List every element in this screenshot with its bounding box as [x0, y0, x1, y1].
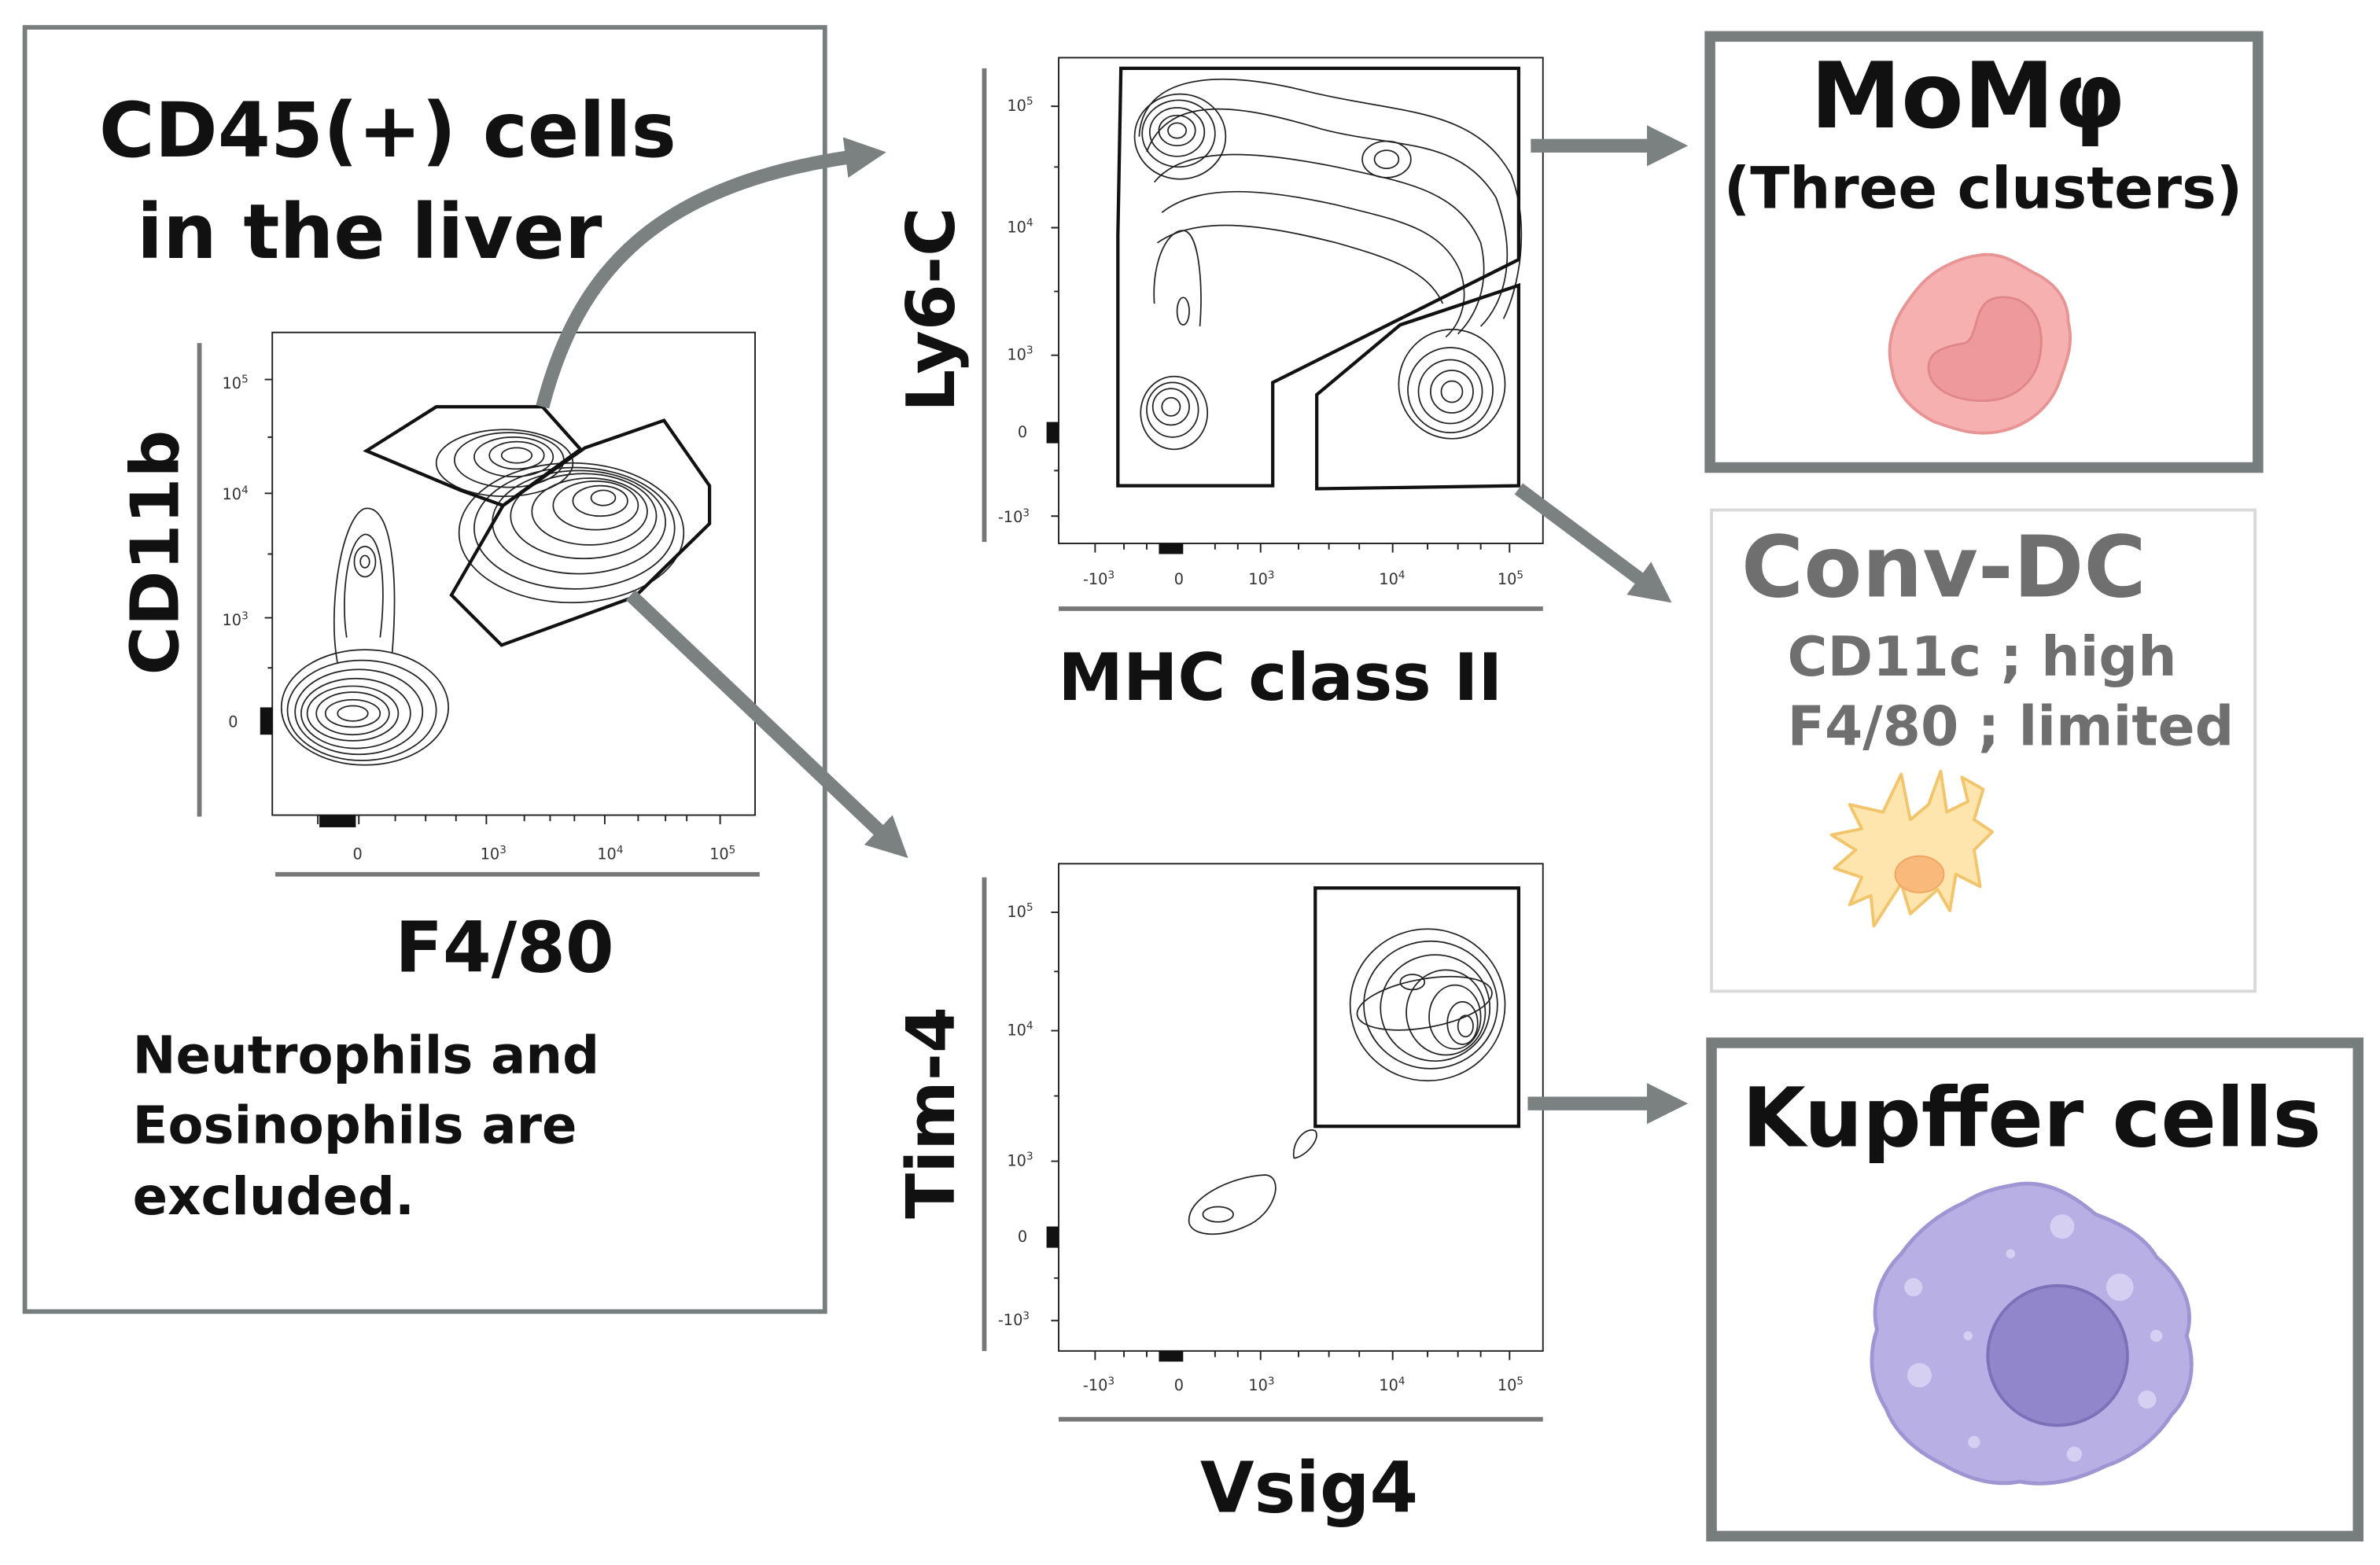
convdc-title: Conv-DC: [1741, 519, 2146, 617]
note-line1: Neutrophils and: [133, 1026, 599, 1086]
tick-label: 104: [223, 484, 249, 503]
left-panel: CD45(+) cells in the liver Neutrophils a…: [22, 24, 827, 1314]
tick-label: -103: [998, 1309, 1030, 1329]
plot-ly6c-mhc: Ly6-C MHC class II 105 104 103 0 -103 -1…: [893, 57, 1544, 716]
tick-label: 105: [1498, 1375, 1523, 1394]
axis-events-x: [1159, 543, 1184, 554]
dendritic-cell-icon: [1829, 769, 1995, 928]
tick-label: 0: [1174, 570, 1184, 588]
x-axis-label: MHC class II: [1058, 639, 1502, 716]
plot-frame: [1058, 863, 1544, 1352]
x-tick-labels: -103 0 103 104 105: [1083, 1375, 1523, 1394]
tick-label: 103: [223, 610, 249, 630]
note-line2: Eosinophils are: [133, 1096, 577, 1155]
tick-label: -103: [1083, 1375, 1114, 1394]
panel-title-line1: CD45(+) cells: [99, 86, 676, 175]
kupffer-title: Kupffer cells: [1742, 1070, 2321, 1165]
tick-label: 104: [1379, 569, 1405, 588]
gate-polygon: [449, 418, 712, 647]
momphi-title: MoMφ: [1811, 44, 2126, 149]
momphi-subtitle: (Three clusters): [1724, 155, 2242, 222]
gate-rectangle: [1313, 886, 1521, 1129]
y-axis-label: Tim-4: [893, 1007, 971, 1219]
tick-label: 0: [353, 845, 363, 863]
plot-frame: [1058, 57, 1544, 544]
panel-title-line2: in the liver: [137, 187, 602, 276]
axis-events-x: [1159, 1350, 1184, 1362]
note-line3: excluded.: [133, 1167, 414, 1227]
y-tick-labels: 105 104 103 0 -103: [998, 95, 1033, 526]
y-tick-labels: 105 104 103 0: [223, 373, 249, 731]
arrow-to-tim4-plot: [625, 590, 908, 859]
flow-arrows: [536, 125, 1689, 1125]
contour-population: [280, 507, 449, 766]
tick-label: 105: [1007, 95, 1033, 115]
momphi-box: MoMφ (Three clusters): [1704, 31, 2264, 473]
tick-label: 103: [1007, 344, 1033, 364]
tick-label: 104: [1007, 1020, 1033, 1040]
tick-label: 0: [1018, 423, 1027, 441]
convdc-box-border: [1710, 508, 2257, 993]
y-tick-labels: 105 104 103 0 -103: [998, 901, 1033, 1329]
axis-events-y: [1046, 422, 1059, 444]
contour-population: [1188, 928, 1506, 1235]
x-axis-label: Vsig4: [1200, 1447, 1418, 1528]
tick-label: 105: [1007, 901, 1033, 921]
tick-label: 103: [1007, 1151, 1033, 1170]
arrow-to-ly6c-plot: [536, 137, 886, 409]
plot-frame: [271, 331, 756, 816]
tick-label: 104: [1379, 1375, 1405, 1394]
tick-label: 104: [597, 844, 623, 864]
tick-label: 105: [1498, 569, 1523, 588]
monocyte-cell-icon: [1888, 252, 2072, 435]
left-panel-border: [22, 24, 827, 1314]
y-axis-label: CD11b: [117, 430, 195, 676]
y-axis-label: Ly6-C: [893, 208, 971, 412]
tick-label: -103: [998, 506, 1030, 526]
tick-label: 103: [1248, 1375, 1274, 1394]
plot-tim4-vsig4: Tim-4 Vsig4 105 104 103 0 -103 -103 0 10…: [893, 863, 1544, 1528]
convdc-box: Conv-DC CD11c ; high F4/80 ; limited: [1710, 508, 2257, 993]
tick-label: 0: [228, 713, 238, 731]
tick-label: 104: [1007, 217, 1033, 237]
gate-polygon: [1315, 282, 1521, 491]
x-tick-labels: -103 0 103 104 105: [1083, 569, 1523, 588]
tick-label: 105: [223, 373, 249, 392]
contour-population: [458, 462, 685, 604]
kupffer-box: Kupffer cells: [1706, 1037, 2364, 1542]
gate-polygon: [1116, 66, 1521, 488]
tick-label: 103: [1248, 569, 1274, 588]
tick-label: -103: [1083, 569, 1114, 588]
tick-label: 105: [709, 844, 735, 864]
axis-events-x: [319, 815, 356, 827]
convdc-line1: CD11c ; high: [1788, 626, 2177, 689]
tick-label: 0: [1174, 1376, 1184, 1394]
tick-label: 0: [1018, 1228, 1027, 1246]
kupffer-cell-icon: [1870, 1181, 2194, 1486]
axis-events-y: [260, 707, 273, 735]
axis-events-y: [1046, 1226, 1059, 1248]
tick-label: 103: [481, 844, 507, 864]
x-tick-labels: 0 103 104 105: [353, 844, 736, 864]
plot-cd11b-f480: CD11b F4/80 105 104 103 0 0 103 104 105: [117, 331, 760, 988]
arrow-to-convdc: [1514, 483, 1672, 603]
x-axis-label: F4/80: [395, 907, 613, 988]
convdc-line2: F4/80 ; limited: [1788, 696, 2234, 759]
